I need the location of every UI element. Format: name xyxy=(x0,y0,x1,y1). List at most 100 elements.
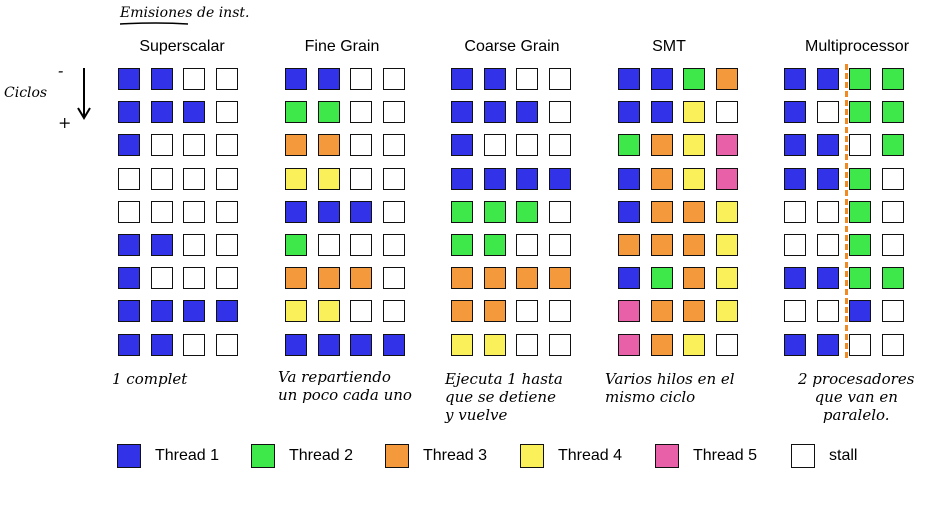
thread-slot xyxy=(451,101,473,123)
thread-slot xyxy=(451,168,473,190)
thread-slot xyxy=(318,168,340,190)
stall-slot xyxy=(216,134,238,156)
thread-slot xyxy=(484,234,506,256)
thread-slot xyxy=(618,168,640,190)
thread-slot xyxy=(784,134,806,156)
legend-label: Thread 2 xyxy=(289,447,354,464)
column-title-superscalar: Superscalar xyxy=(139,38,225,55)
thread-slot xyxy=(318,134,340,156)
thread-slot xyxy=(849,201,871,223)
thread-slot xyxy=(683,267,705,289)
thread-slot xyxy=(849,267,871,289)
thread-slot xyxy=(118,134,140,156)
stall-slot xyxy=(183,334,205,356)
stall-slot xyxy=(216,101,238,123)
thread-slot xyxy=(651,267,673,289)
stall-slot xyxy=(318,234,340,256)
thread-slot xyxy=(651,168,673,190)
thread-slot xyxy=(716,134,738,156)
thread-slot xyxy=(285,101,307,123)
stall-slot xyxy=(151,134,173,156)
stall-slot xyxy=(383,168,405,190)
processor-divider xyxy=(845,64,848,358)
thread-slot xyxy=(350,201,372,223)
legend-swatch xyxy=(251,444,275,468)
stall-slot xyxy=(882,234,904,256)
thread-slot xyxy=(849,101,871,123)
thread-slot xyxy=(784,168,806,190)
stall-slot xyxy=(549,234,571,256)
stall-slot xyxy=(383,134,405,156)
column-title-multiprocessor: Multiprocessor xyxy=(804,38,910,55)
thread-slot xyxy=(285,267,307,289)
thread-slot xyxy=(183,101,205,123)
stall-slot xyxy=(784,234,806,256)
cycles-arrow-icon xyxy=(77,68,91,120)
thread-slot xyxy=(318,334,340,356)
thread-slot xyxy=(549,168,571,190)
thread-slot xyxy=(683,168,705,190)
stall-slot xyxy=(716,101,738,123)
stall-slot xyxy=(549,101,571,123)
thread-slot xyxy=(183,300,205,322)
stall-slot xyxy=(350,300,372,322)
thread-slot xyxy=(817,267,839,289)
thread-slot xyxy=(784,334,806,356)
thread-slot xyxy=(618,234,640,256)
stall-slot xyxy=(549,334,571,356)
stall-slot xyxy=(151,168,173,190)
stall-slot xyxy=(817,234,839,256)
thread-slot xyxy=(618,134,640,156)
thread-slot xyxy=(383,334,405,356)
thread-slot xyxy=(618,68,640,90)
legend-label: stall xyxy=(829,447,858,464)
thread-slot xyxy=(683,334,705,356)
stall-slot xyxy=(516,68,538,90)
thread-slot xyxy=(118,334,140,356)
thread-slot xyxy=(683,234,705,256)
thread-slot xyxy=(618,101,640,123)
stall-slot xyxy=(383,234,405,256)
stall-slot xyxy=(516,334,538,356)
stall-slot xyxy=(350,68,372,90)
thread-slot xyxy=(118,101,140,123)
thread-slot xyxy=(618,300,640,322)
stall-slot xyxy=(784,300,806,322)
thread-slot xyxy=(716,168,738,190)
thread-slot xyxy=(484,68,506,90)
note-fine-grain: Va repartiendo un poco cada uno xyxy=(278,368,412,404)
column-title-fine-grain: Fine Grain xyxy=(304,38,380,55)
stall-slot xyxy=(350,234,372,256)
stall-slot xyxy=(183,234,205,256)
thread-slot xyxy=(651,101,673,123)
thread-slot xyxy=(285,168,307,190)
column-title-smt: SMT xyxy=(652,38,686,55)
cycles-label: Ciclos xyxy=(4,85,48,101)
thread-slot xyxy=(817,168,839,190)
thread-slot xyxy=(451,201,473,223)
thread-slot xyxy=(651,134,673,156)
thread-slot xyxy=(118,267,140,289)
thread-slot xyxy=(651,201,673,223)
thread-slot xyxy=(484,267,506,289)
thread-slot xyxy=(350,267,372,289)
legend-label: Thread 3 xyxy=(423,447,488,464)
stall-slot xyxy=(882,168,904,190)
thread-slot xyxy=(618,201,640,223)
stall-slot xyxy=(817,201,839,223)
thread-slot xyxy=(849,234,871,256)
thread-slot xyxy=(683,201,705,223)
stall-slot xyxy=(216,168,238,190)
legend-swatch xyxy=(385,444,409,468)
thread-slot xyxy=(451,134,473,156)
stall-slot xyxy=(350,134,372,156)
column-title-coarse-grain: Coarse Grain xyxy=(464,38,560,55)
thread-slot xyxy=(451,234,473,256)
thread-slot xyxy=(716,267,738,289)
stall-slot xyxy=(549,134,571,156)
thread-slot xyxy=(285,134,307,156)
thread-slot xyxy=(817,334,839,356)
thread-slot xyxy=(784,267,806,289)
thread-slot xyxy=(716,234,738,256)
thread-slot xyxy=(882,134,904,156)
